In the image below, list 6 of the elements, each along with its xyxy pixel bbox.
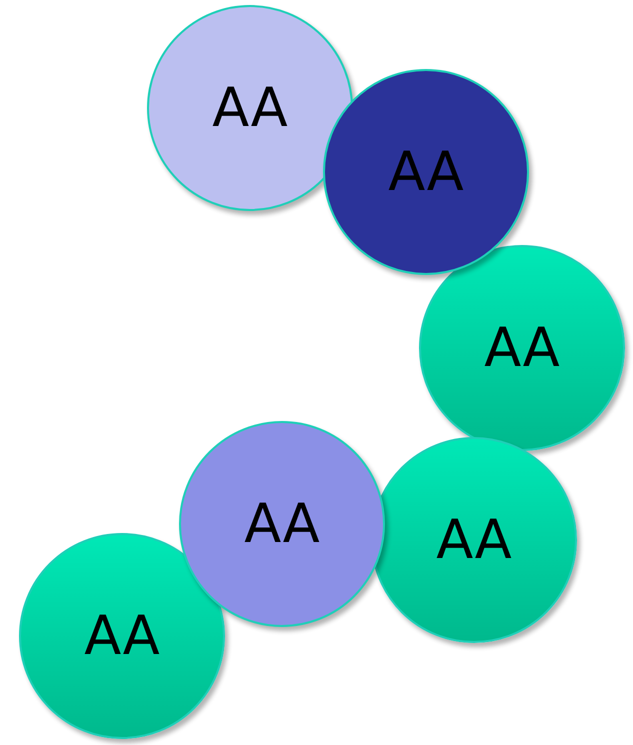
node-label: AA: [212, 81, 288, 135]
node-label: AA: [84, 609, 160, 663]
node-label: AA: [484, 321, 560, 375]
node-label: AA: [388, 145, 464, 199]
node-label: AA: [244, 497, 320, 551]
node-label: AA: [436, 513, 512, 567]
